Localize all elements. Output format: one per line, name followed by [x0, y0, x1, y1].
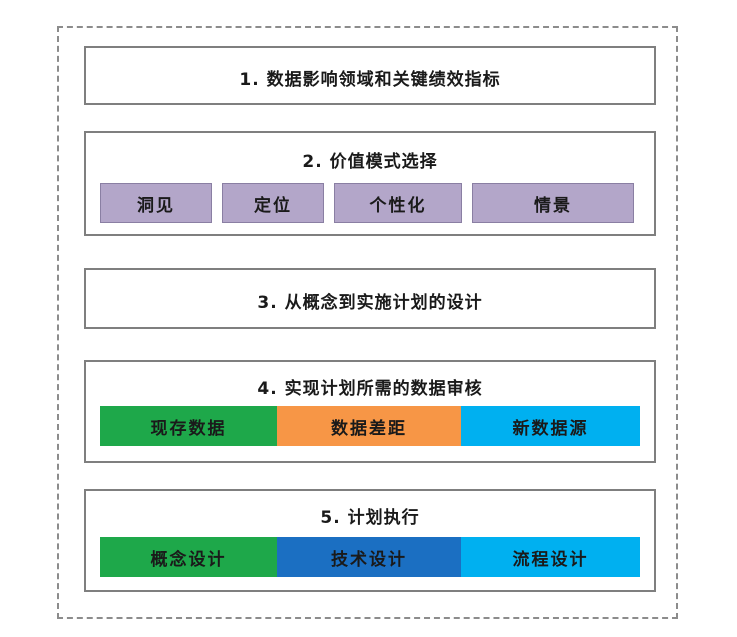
step-2-title: 2. 价值模式选择: [302, 152, 438, 172]
step-5-title: 5. 计划执行: [320, 508, 420, 528]
value-mode-insight: 洞见: [100, 183, 212, 223]
step-4-title: 4. 实现计划所需的数据审核: [257, 379, 483, 399]
step-4-box: 4. 实现计划所需的数据审核 现存数据 数据差距 新数据源: [84, 360, 656, 463]
dashed-outer-frame: [57, 26, 678, 619]
concept-design-cell: 概念设计: [100, 537, 277, 577]
process-design-cell: 流程设计: [461, 537, 640, 577]
data-gap-cell: 数据差距: [277, 406, 461, 446]
value-mode-row: 洞见 定位 个性化 情景: [100, 183, 640, 223]
data-audit-row: 现存数据 数据差距 新数据源: [100, 406, 640, 446]
value-mode-scenario: 情景: [472, 183, 634, 223]
step-2-box: 2. 价值模式选择 洞见 定位 个性化 情景: [84, 131, 656, 236]
value-mode-personalization: 个性化: [334, 183, 462, 223]
step-3-box: 3. 从概念到实施计划的设计: [84, 268, 656, 329]
new-data-source-cell: 新数据源: [461, 406, 640, 446]
value-mode-positioning: 定位: [222, 183, 324, 223]
step-1-box: 1. 数据影响领域和关键绩效指标: [84, 46, 656, 105]
plan-execution-row: 概念设计 技术设计 流程设计: [100, 537, 640, 577]
step-1-title: 1. 数据影响领域和关键绩效指标: [239, 70, 501, 90]
step-5-box: 5. 计划执行 概念设计 技术设计 流程设计: [84, 489, 656, 592]
step-3-title: 3. 从概念到实施计划的设计: [257, 293, 483, 313]
technical-design-cell: 技术设计: [277, 537, 461, 577]
existing-data-cell: 现存数据: [100, 406, 277, 446]
